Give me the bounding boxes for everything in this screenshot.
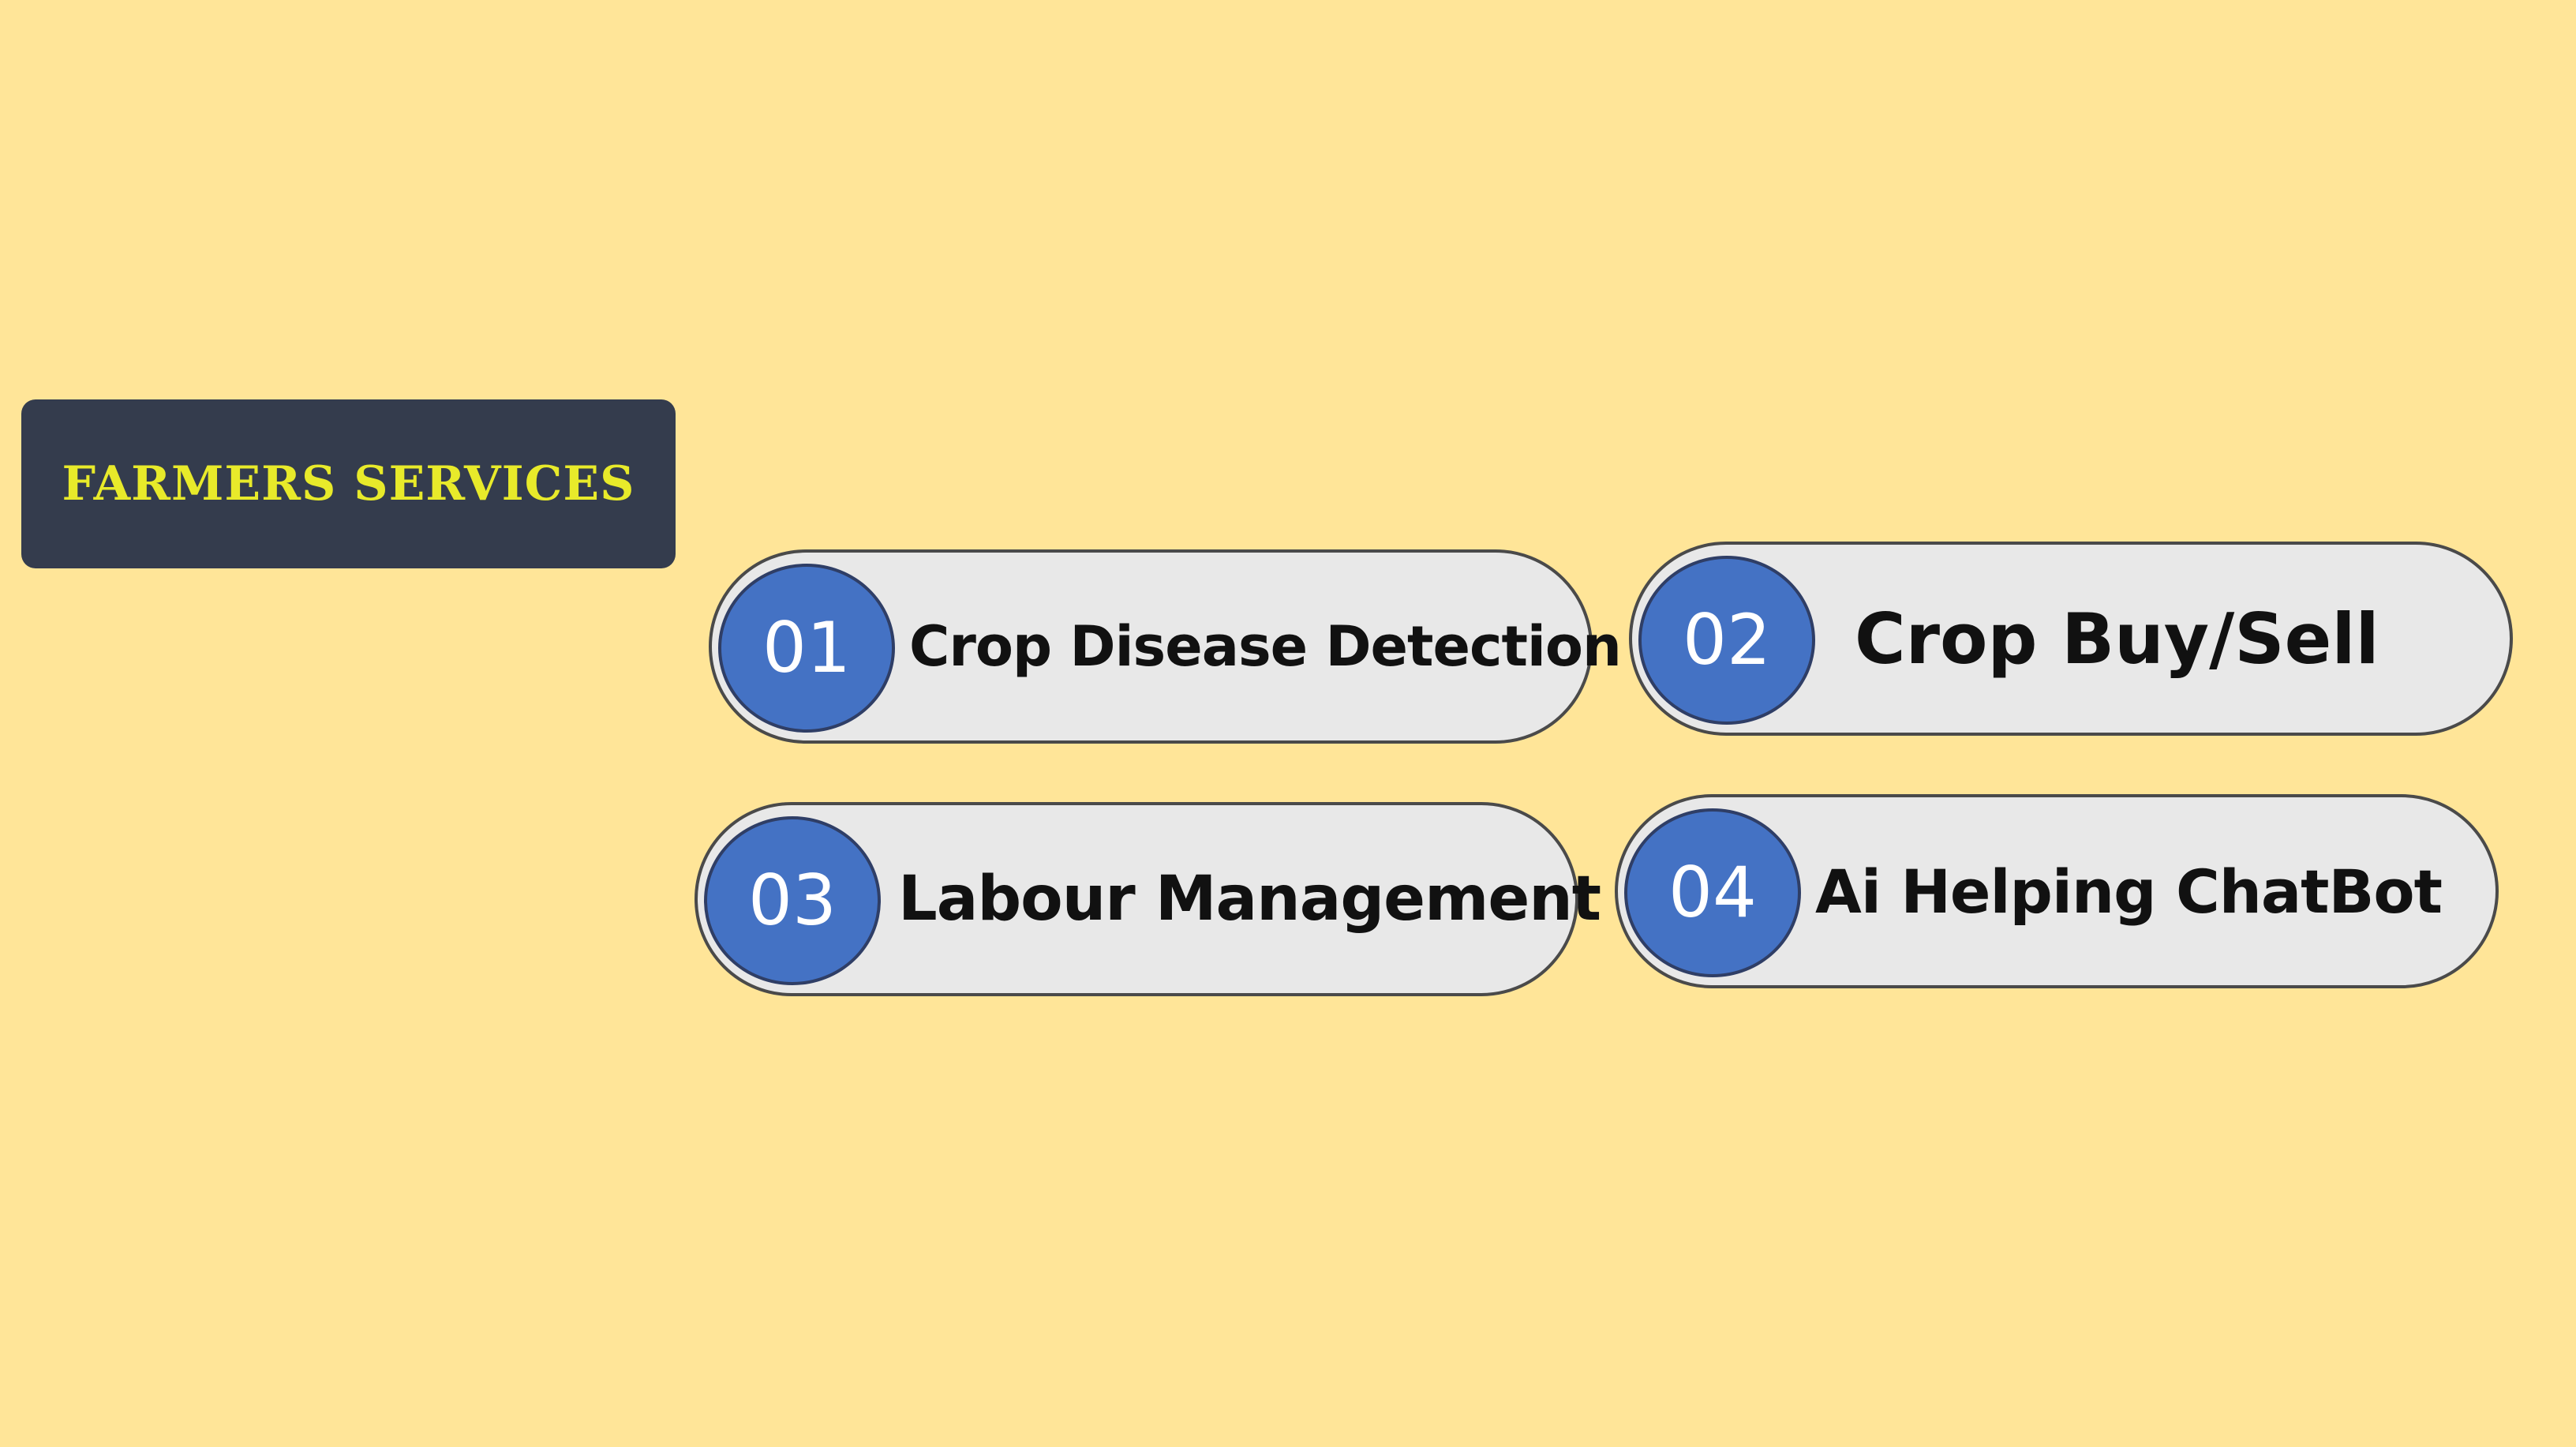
service-label: Labour Management [898,864,1601,935]
service-number: 02 [1683,599,1771,680]
service-label: Ai Helping ChatBot [1815,856,2443,927]
service-label: Crop Disease Detection [909,614,1622,679]
service-number: 03 [748,860,837,941]
service-item-crop-disease-detection[interactable]: 01 Crop Disease Detection [709,549,1622,744]
service-number: 01 [762,607,851,688]
service-item-ai-helping-chatbot[interactable]: 04 Ai Helping ChatBot [1615,794,2499,988]
service-item-crop-buy-sell[interactable]: 02 Crop Buy/Sell [1629,542,2513,736]
number-badge: 04 [1624,808,1801,977]
service-item-labour-management[interactable]: 03 Labour Management [695,802,1601,996]
page-title: FARMERS SERVICES [62,456,635,512]
number-badge: 02 [1638,556,1815,725]
number-badge: 01 [718,564,895,733]
number-badge: 03 [704,816,881,985]
title-box: FARMERS SERVICES [21,399,676,568]
service-label: Crop Buy/Sell [1855,598,2379,680]
service-number: 04 [1668,852,1757,933]
